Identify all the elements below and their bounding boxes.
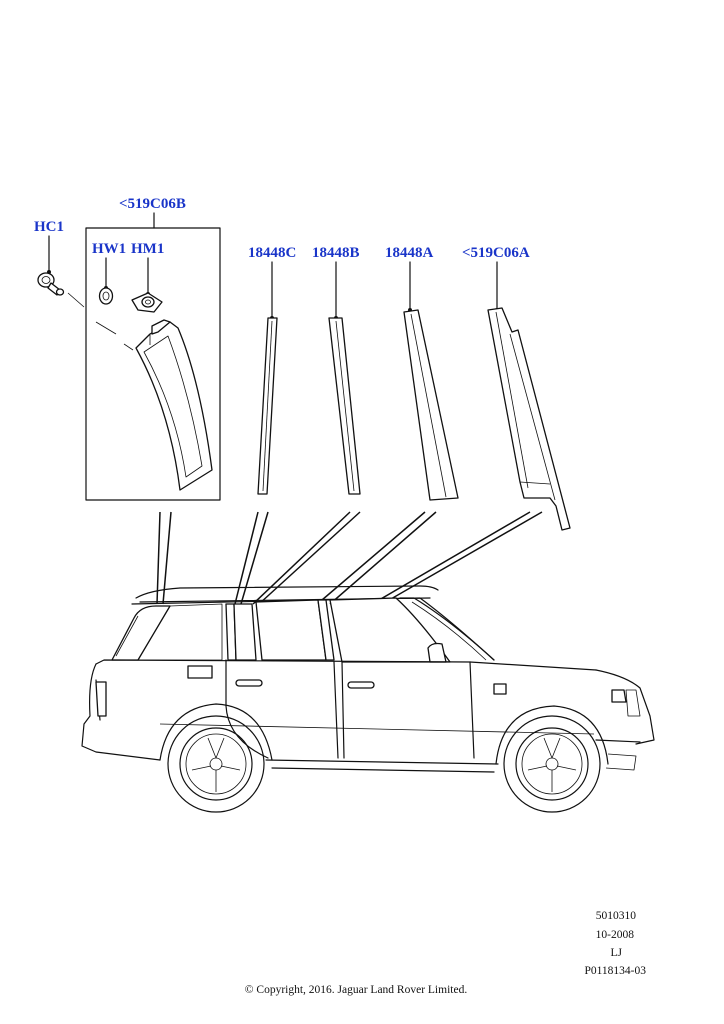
callout-hw1[interactable]: HW1 [92, 241, 126, 257]
moulding-18448a[interactable] [403, 309, 459, 501]
drawing-initials: LJ [611, 947, 623, 959]
callout-18448a[interactable]: 18448A [385, 245, 434, 261]
moulding-18448b[interactable] [328, 317, 361, 495]
trim-panel-519c06b[interactable] [135, 319, 213, 491]
clip-hm1[interactable] [131, 292, 163, 313]
callout-18448b[interactable]: 18448B [312, 245, 360, 261]
assembly-box-519c06b [85, 227, 221, 501]
vehicle-side-view [81, 585, 655, 813]
drawing-code: 5010310 [596, 910, 637, 922]
washer-hw1[interactable] [98, 287, 114, 305]
trim-panel-519c06a[interactable] [487, 307, 571, 531]
clip-hc1[interactable] [37, 272, 65, 296]
callout-519c06a[interactable]: <519C06A [462, 245, 530, 261]
callout-18448c[interactable]: 18448C [248, 245, 296, 261]
drawing-reference: P0118134-03 [584, 965, 646, 977]
callout-hm1[interactable]: HM1 [131, 241, 164, 257]
callout-519c06b[interactable]: <519C06B [119, 196, 186, 212]
callout-hc1[interactable]: HC1 [34, 219, 64, 235]
callout-leaders [47, 212, 499, 320]
copyright-notice: © Copyright, 2016. Jaguar Land Rover Lim… [245, 984, 468, 996]
moulding-18448c[interactable] [257, 317, 278, 495]
drawing-date: 10-2008 [596, 929, 635, 941]
